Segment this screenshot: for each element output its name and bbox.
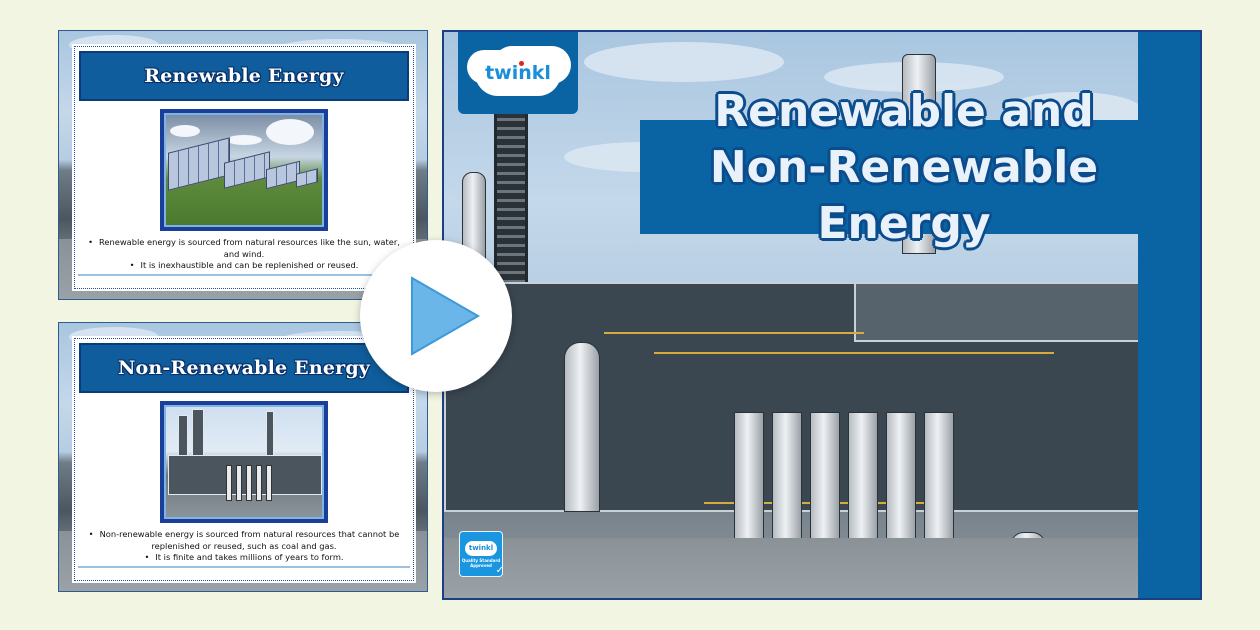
main-title-slide[interactable]: twinkl Renewable and Non-Renewable Energ… — [442, 30, 1202, 600]
title-line: Energy — [817, 198, 991, 249]
main-title: Renewable and Non-Renewable Energy — [584, 84, 1224, 252]
title-background-box — [640, 120, 1140, 234]
slide-bullet-list: Renewable energy is sourced from natural… — [83, 237, 405, 272]
play-button[interactable] — [360, 240, 512, 392]
slide-bullet-list: Non-renewable energy is sourced from nat… — [83, 529, 405, 564]
slide-thumbnail-renewable[interactable]: Renewable Energy Renewable energy is sou… — [58, 30, 428, 300]
slide-title: Non-Renewable Energy — [117, 357, 371, 379]
title-line: Renewable and — [714, 86, 1094, 137]
slide-title-banner: Renewable Energy — [79, 51, 409, 101]
bullet-item: It is finite and takes millions of years… — [83, 552, 405, 564]
refinery-background-illustration — [444, 32, 1200, 598]
bullet-item: Renewable energy is sourced from natural… — [83, 237, 405, 260]
bullet-item: Non-renewable energy is sourced from nat… — [83, 529, 405, 552]
badge-text: Quality Standard Approved — [461, 557, 501, 568]
logo-dot-icon — [519, 61, 524, 66]
slide-title-banner: Non-Renewable Energy — [79, 343, 409, 393]
right-blue-band — [1138, 32, 1200, 598]
title-line: Non-Renewable — [709, 142, 1099, 193]
refinery-image — [160, 401, 328, 523]
slide-card: Non-Renewable Energy Non-renewable energ… — [74, 338, 414, 581]
twinkl-logo: twinkl — [458, 32, 578, 114]
slide-title: Renewable Energy — [144, 65, 344, 87]
bullet-item: It is inexhaustible and can be replenish… — [83, 260, 405, 272]
logo-text: twinkl — [485, 62, 551, 84]
badge-logo: twinkl — [465, 540, 497, 556]
quality-standard-badge: twinkl Quality Standard Approved ✓ — [460, 532, 504, 576]
play-icon — [411, 276, 481, 356]
slide-card: Renewable Energy Renewable energy is sou… — [74, 46, 414, 289]
solar-panels-image — [160, 109, 328, 231]
slide-thumbnail-non-renewable[interactable]: Non-Renewable Energy Non-renewable energ… — [58, 322, 428, 592]
checkmark-icon: ✓ — [495, 565, 504, 576]
